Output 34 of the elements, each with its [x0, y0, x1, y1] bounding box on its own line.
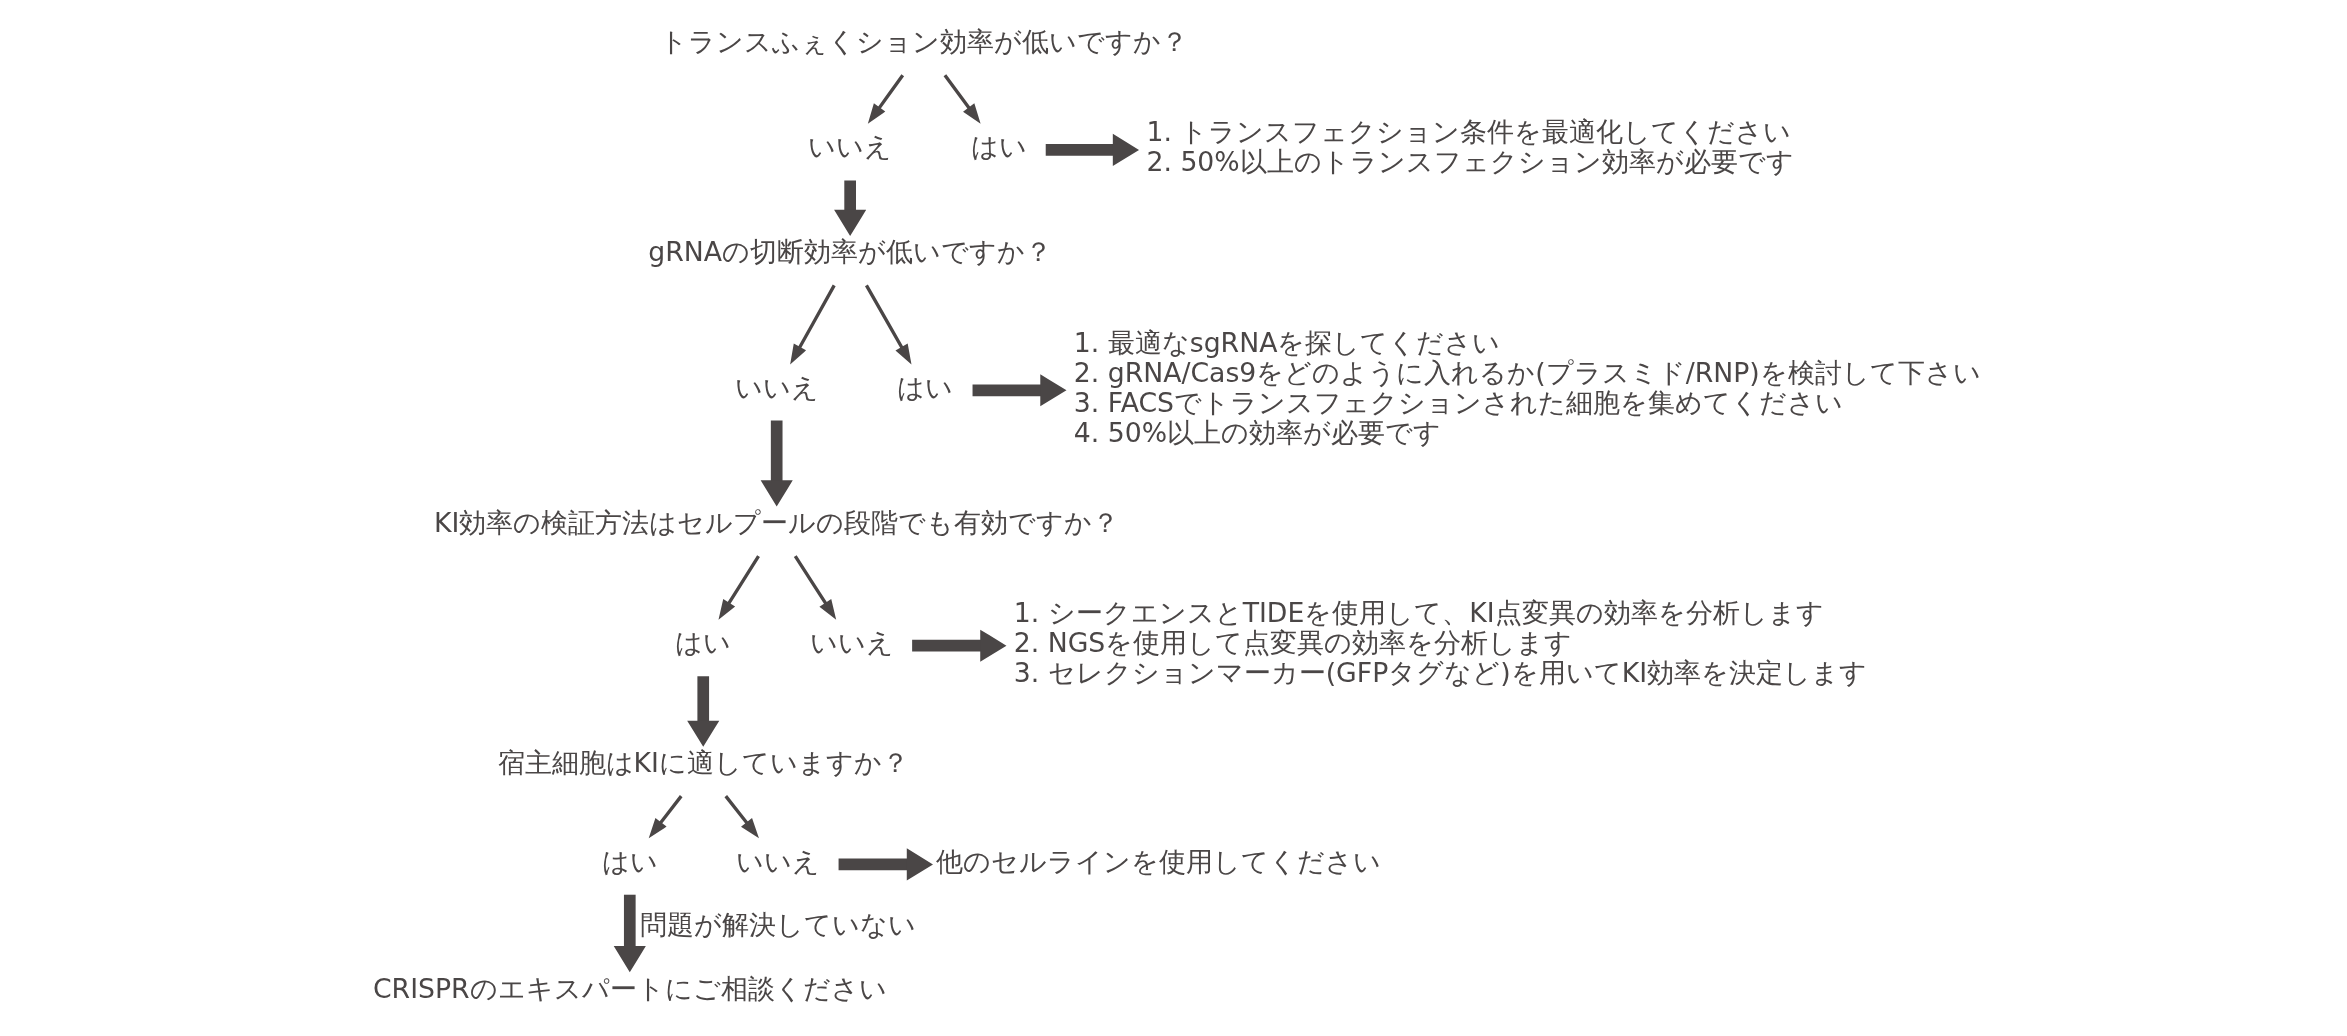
arrow: [972, 374, 1066, 407]
arrow: [838, 848, 933, 881]
node-text: 1. 最適なsgRNAを探してください 2. gRNA/Cas9をどのように入れるか(プラスミド/RNP)を検討して下さい 3. FACSでトランスフェクションされた細胞を集めてください 4. 50%以上の効率が必要です: [1073, 326, 1981, 448]
node-text: いいえ: [807, 131, 892, 163]
node-text: KI効率の検証方法はセルプールの段階でも有効ですか？: [433, 506, 1119, 538]
arrow: [789, 284, 836, 365]
node-text: はい: [896, 371, 953, 403]
arrow: [613, 894, 646, 973]
arrow: [760, 420, 793, 507]
node-text: はい: [970, 131, 1027, 163]
node-text: トランスふぇくション効率が低いですか？: [659, 26, 1188, 58]
arrow: [648, 795, 683, 839]
node-text: 宿主細胞はKIに適していますか？: [497, 747, 909, 779]
arrow: [943, 74, 981, 124]
arrow: [686, 676, 719, 747]
edge-label: 問題が解決していない: [639, 909, 916, 941]
node-text: いいえ: [809, 627, 894, 659]
arrow: [718, 555, 760, 620]
node-text: 他のセルラインを使用してください: [935, 845, 1381, 877]
arrow: [867, 74, 904, 124]
arrow: [864, 284, 911, 365]
node-text: いいえ: [735, 845, 820, 877]
arrow: [833, 180, 866, 236]
node-text: CRISPRのエキスパートにご相談ください: [372, 972, 887, 1004]
node-text: はい: [674, 627, 731, 659]
node-text: いいえ: [734, 371, 819, 403]
node-text: 1. シークエンスとTIDEを使用して、KI点変異の効率を分析します 2. NGSを使用して点変異の効率を分析します 3. セレクションマーカー(GFPタグなど)を用いてKI効率を決定します: [1013, 597, 1867, 689]
arrow: [1045, 133, 1139, 166]
arrow: [911, 629, 1006, 662]
arrow: [723, 795, 759, 839]
node-text: はい: [601, 845, 658, 877]
node-text: 1. トランスフェクション条件を最適化してください 2. 50%以上のトランスフェクション効率が必要です: [1145, 116, 1794, 178]
node-text: gRNAの切断効率が低いですか？: [647, 236, 1052, 268]
arrow: [793, 555, 836, 620]
